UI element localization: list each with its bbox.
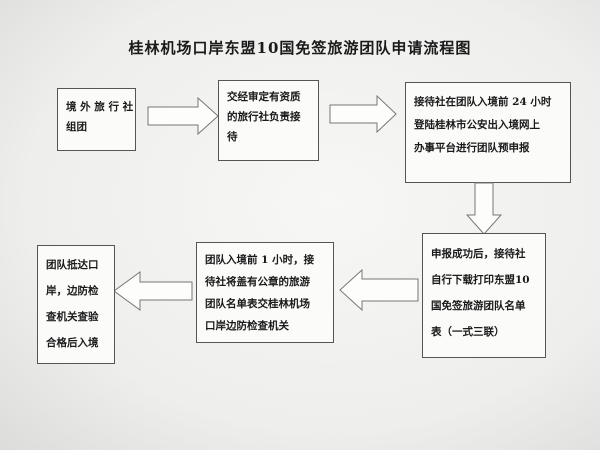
step-3-box: 接待社在团队入境前 24 小时 登陆桂林市公安出入境网上 办事平台进行团队预申报 — [405, 82, 571, 183]
arrow-left-icon — [339, 268, 419, 312]
step-text-line: 口岸边防检查机关 — [205, 320, 289, 332]
step-text-line: 团队抵达口 — [46, 259, 99, 271]
arrow-left-icon — [113, 271, 193, 311]
step-text-line: 接待社在团队入境前 24 小时 — [414, 96, 552, 108]
arrow-right-icon — [329, 94, 397, 134]
step-text-line: 登陆桂林市公安出入境网上 — [414, 119, 540, 131]
step-text-line: 申报成功后，接待社 — [431, 248, 526, 260]
step-text-line: 待 — [227, 131, 238, 143]
page-title: 桂林机场口岸东盟10国免签旅游团队申请流程图 — [128, 39, 472, 57]
arrow-down-icon — [465, 182, 503, 235]
step-text-line: 的旅行社负责接 — [227, 111, 301, 123]
step-text-line: 团队入境前 1 小时，接 — [205, 254, 315, 266]
step-text-line: 交经审定有资质 — [227, 91, 301, 103]
step-text-line: 境 外 旅 行 社 — [66, 101, 134, 113]
step-2-box: 交经审定有资质 的旅行社负责接 待 — [218, 80, 319, 161]
arrow-right-icon — [147, 96, 219, 136]
step-text-line: 办事平台进行团队预申报 — [414, 142, 530, 154]
step-text-line: 查机关查验 — [46, 311, 99, 323]
step-text-line: 岸，边防检 — [46, 285, 99, 297]
step-text-line: 表（一式三联） — [431, 326, 505, 338]
step-text-line: 组团 — [66, 121, 87, 133]
step-6-box: 团队抵达口 岸，边防检 查机关查验 合格后入境 — [37, 245, 115, 364]
step-text-line: 合格后入境 — [46, 337, 99, 349]
step-text-line: 待社将盖有公章的旅游 — [205, 276, 310, 288]
step-text-line: 团队名单表交桂林机场 — [205, 298, 310, 310]
step-1-box: 境 外 旅 行 社 组团 — [57, 88, 136, 151]
step-text-line: 自行下载打印东盟10 — [431, 274, 530, 286]
step-5-box: 团队入境前 1 小时，接 待社将盖有公章的旅游 团队名单表交桂林机场 口岸边防检… — [196, 242, 334, 343]
step-4-box: 申报成功后，接待社 自行下载打印东盟10 国免签旅游团队名单 表（一式三联） — [422, 233, 546, 358]
step-text-line: 国免签旅游团队名单 — [431, 300, 526, 312]
